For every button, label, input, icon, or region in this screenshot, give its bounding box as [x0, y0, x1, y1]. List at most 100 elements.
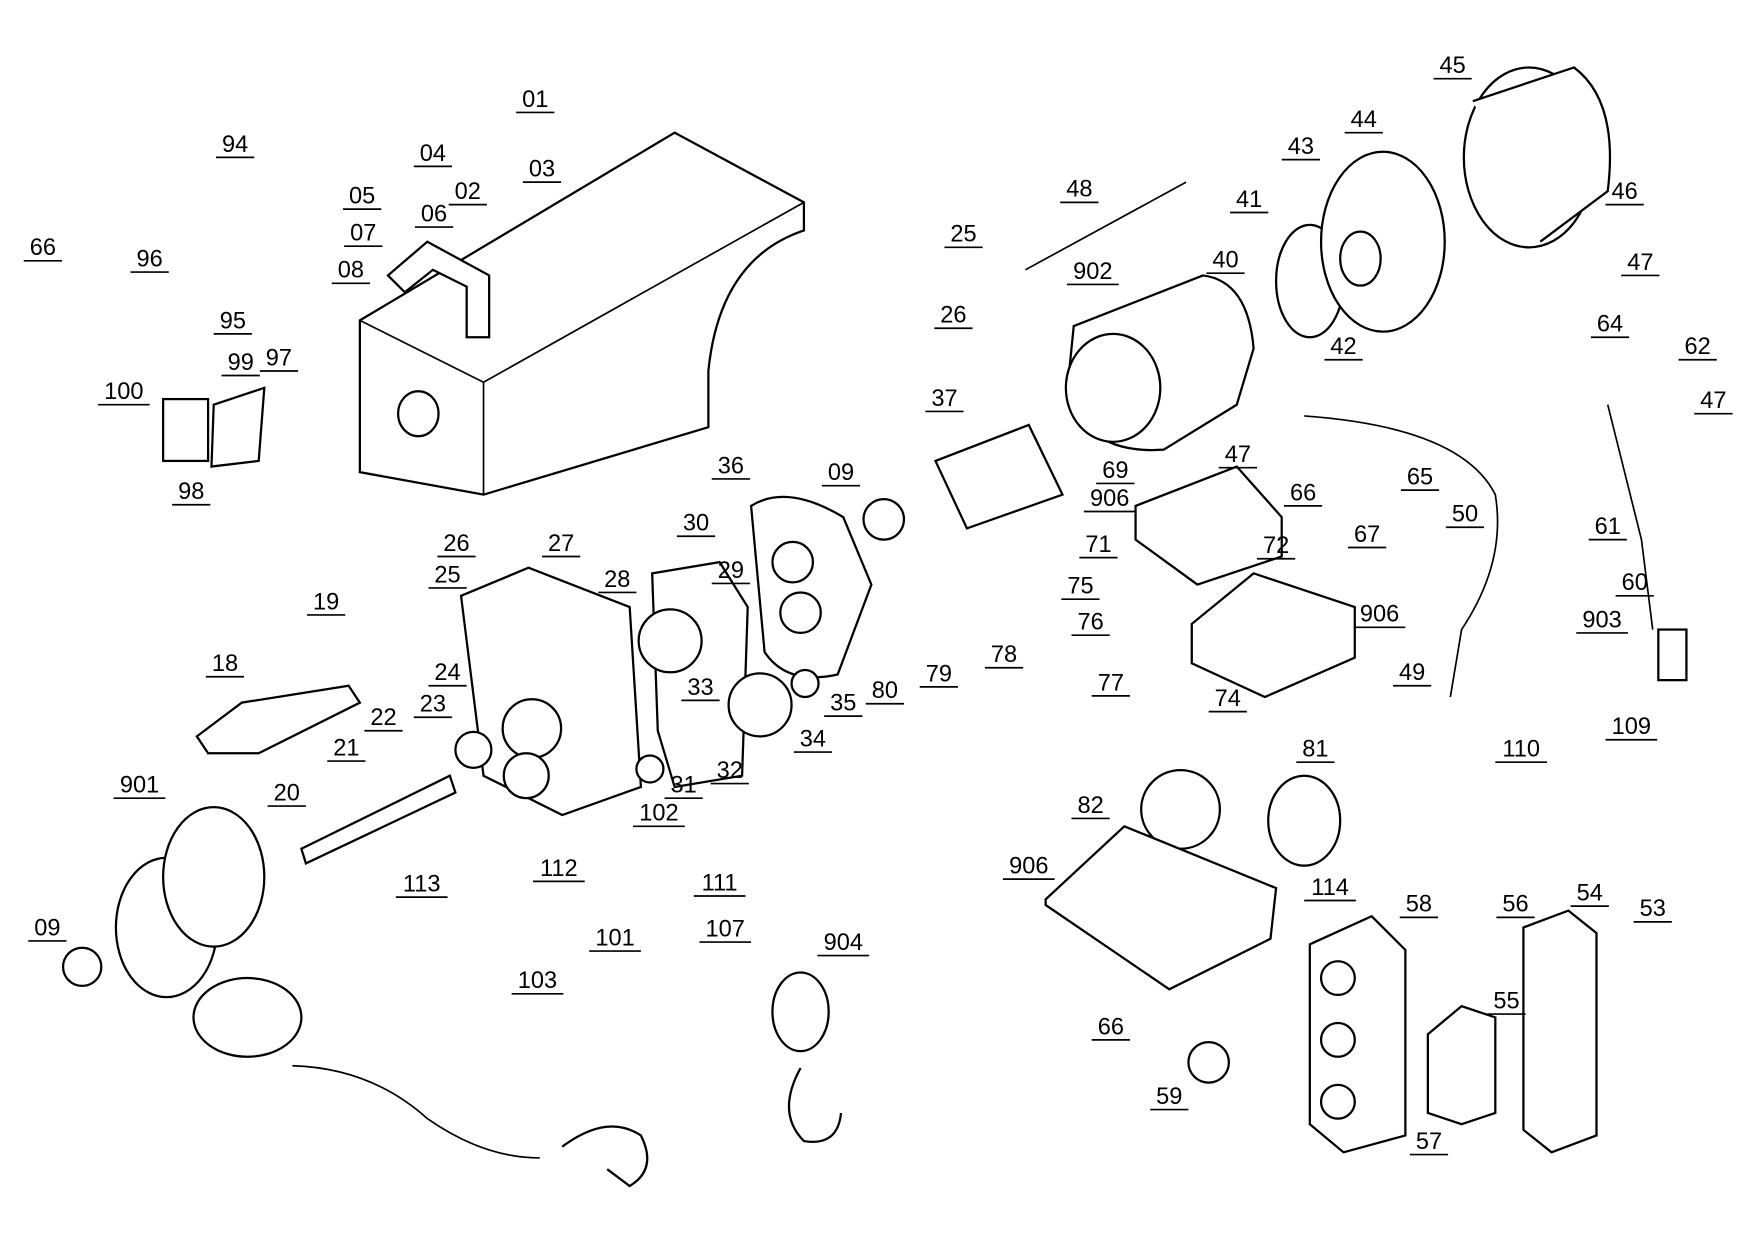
part-label-28: 28: [604, 567, 630, 593]
part-label-33: 33: [687, 675, 713, 701]
gear: [727, 672, 793, 738]
part-label-98: 98: [178, 479, 204, 505]
part-label-09: 09: [34, 915, 60, 941]
part-label-21: 21: [333, 735, 359, 761]
part-label-19: 19: [313, 589, 339, 615]
bearing: [61, 946, 103, 988]
part-label-26: 26: [940, 303, 966, 329]
part-label-64: 64: [1597, 312, 1623, 338]
part-label-29: 29: [718, 558, 744, 584]
part-label-79: 79: [926, 661, 952, 687]
part-drawings: [61, 66, 1688, 1188]
part-label-100: 100: [104, 379, 143, 405]
part-label-76: 76: [1077, 610, 1103, 636]
part-label-26: 26: [443, 531, 469, 557]
part-label-903: 903: [1582, 607, 1621, 633]
part-label-96: 96: [137, 246, 163, 272]
switch-housing: [162, 397, 210, 463]
part-label-44: 44: [1351, 107, 1377, 133]
capacitor-cover: [1134, 465, 1283, 586]
handle: [195, 684, 362, 755]
part-label-101: 101: [595, 925, 634, 951]
part-label-65: 65: [1407, 465, 1433, 491]
part-label-82: 82: [1077, 793, 1103, 819]
armature: [933, 423, 1065, 530]
housing-boss: [396, 390, 440, 438]
part-label-41: 41: [1236, 187, 1262, 213]
part-label-50: 50: [1452, 502, 1478, 528]
part-label-110: 110: [1502, 737, 1540, 763]
part-label-103: 103: [518, 968, 557, 994]
part-label-77: 77: [1098, 670, 1124, 696]
part-label-20: 20: [274, 780, 300, 806]
part-label-102: 102: [639, 801, 678, 827]
part-label-37: 37: [931, 386, 957, 412]
part-label-22: 22: [370, 705, 396, 731]
flange-cover: [749, 495, 873, 679]
bearing: [862, 498, 906, 541]
gearbox-housing: [459, 566, 643, 817]
emergency-stop: [1187, 1041, 1231, 1084]
part-label-906: 906: [1009, 854, 1048, 880]
part-label-23: 23: [420, 692, 446, 718]
part-label-74: 74: [1215, 686, 1241, 712]
part-label-78: 78: [991, 642, 1017, 668]
part-label-09: 09: [828, 460, 854, 486]
part-label-99: 99: [228, 350, 254, 376]
part-label-08: 08: [338, 258, 364, 284]
terminal-box: [1190, 572, 1356, 699]
part-label-66: 66: [30, 235, 56, 261]
part-label-46: 46: [1611, 179, 1637, 205]
part-label-109: 109: [1612, 714, 1651, 740]
part-label-06: 06: [421, 201, 447, 227]
part-label-32: 32: [717, 758, 743, 784]
part-label-66: 66: [1098, 1014, 1124, 1040]
part-label-111: 111: [702, 870, 738, 896]
part-label-40: 40: [1212, 248, 1238, 274]
part-label-904: 904: [824, 930, 863, 956]
housing: [358, 131, 806, 496]
part-label-906: 906: [1090, 486, 1129, 512]
part-label-69: 69: [1102, 458, 1128, 484]
part-label-113: 113: [403, 871, 441, 897]
part-label-56: 56: [1502, 892, 1528, 918]
part-label-66: 66: [1290, 480, 1316, 506]
base-tray: [1044, 824, 1278, 991]
part-label-114: 114: [1311, 875, 1349, 901]
part-label-34: 34: [800, 726, 826, 752]
hook: [561, 1125, 649, 1188]
part-label-07: 07: [350, 221, 376, 247]
part-label-62: 62: [1685, 334, 1711, 360]
part-label-27: 27: [548, 531, 574, 557]
part-label-112: 112: [540, 856, 578, 882]
part-label-71: 71: [1085, 532, 1111, 558]
part-label-58: 58: [1406, 892, 1432, 918]
part-label-107: 107: [706, 916, 745, 942]
gear: [637, 608, 703, 674]
part-label-81: 81: [1302, 737, 1328, 763]
part-label-60: 60: [1622, 570, 1648, 596]
part-label-906: 906: [1360, 602, 1399, 628]
part-label-01: 01: [522, 87, 548, 113]
part-label-05: 05: [349, 183, 375, 209]
mains-plug: [1657, 628, 1688, 682]
part-label-72: 72: [1263, 533, 1289, 559]
part-label-42: 42: [1330, 334, 1356, 360]
part-label-59: 59: [1156, 1084, 1182, 1110]
part-label-53: 53: [1640, 896, 1666, 922]
part-label-18: 18: [212, 651, 238, 677]
part-label-80: 80: [872, 678, 898, 704]
part-label-47: 47: [1225, 442, 1251, 468]
part-label-24: 24: [434, 660, 460, 686]
part-label-35: 35: [830, 690, 856, 716]
part-label-02: 02: [455, 179, 481, 205]
part-label-04: 04: [420, 141, 446, 167]
part-label-61: 61: [1595, 514, 1621, 540]
switch-cover: [1522, 909, 1598, 1154]
part-label-47: 47: [1700, 388, 1726, 414]
part-label-901: 901: [120, 773, 159, 799]
part-label-95: 95: [220, 308, 246, 334]
